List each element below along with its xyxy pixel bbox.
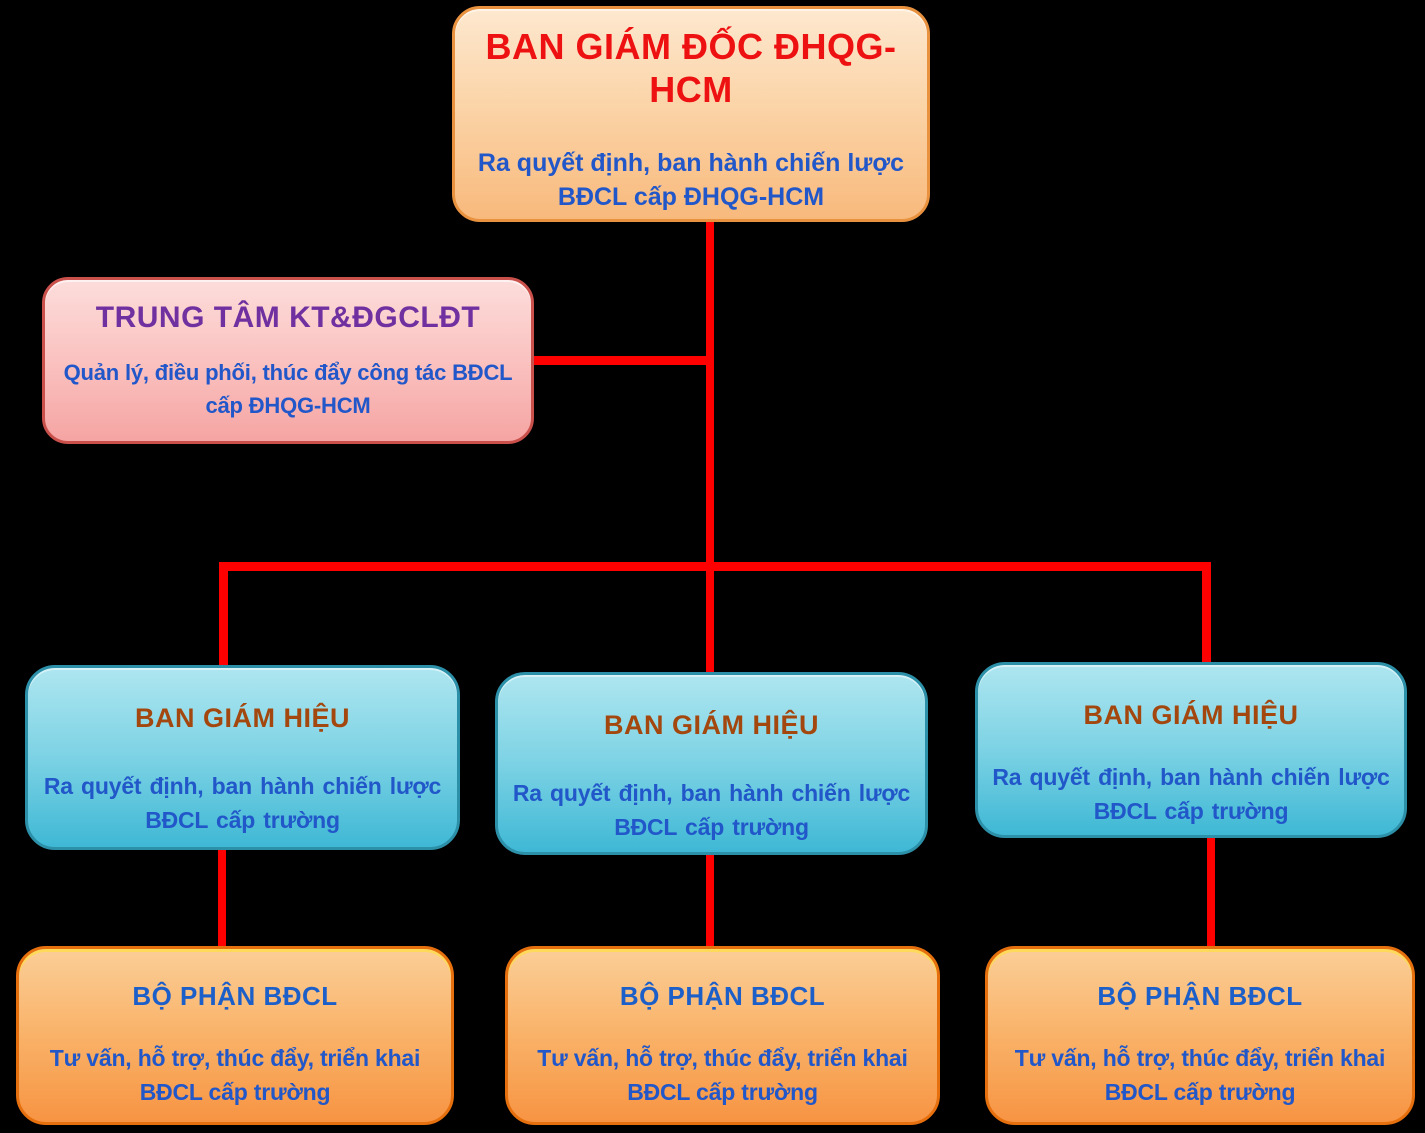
connector-drop-left: [219, 562, 228, 668]
node-director: BAN GIÁM ĐỐC ĐHQG-HCM Ra quyết định, ban…: [452, 6, 930, 222]
node-principal-3-desc: Ra quyết định, ban hành chiến lược BĐCL …: [992, 764, 1390, 824]
node-principal-2-desc: Ra quyết định, ban hành chiến lược BĐCL …: [512, 780, 911, 840]
node-qa-unit-1: BỘ PHẬN BĐCL Tư vấn, hỗ trợ, thúc đẩy, t…: [16, 946, 454, 1125]
node-principal-2: BAN GIÁM HIỆU Ra quyết định, ban hành ch…: [495, 672, 928, 855]
connector-stub-left: [218, 846, 226, 950]
node-principal-2-title: BAN GIÁM HIỆU: [604, 710, 819, 740]
node-qa-unit-2-title: BỘ PHẬN BĐCL: [619, 981, 826, 1011]
node-qa-center: TRUNG TÂM KT&ĐGCLĐT Quản lý, điều phối, …: [42, 277, 534, 444]
node-qa-unit-1-title: BỘ PHẬN BĐCL: [132, 981, 338, 1011]
node-principal-1-title: BAN GIÁM HIỆU: [135, 703, 350, 733]
node-qa-unit-1-desc: Tư vấn, hỗ trợ, thúc đẩy, triển khai BĐC…: [49, 1045, 421, 1105]
node-director-desc: Ra quyết định, ban hành chiến lược BĐCL …: [477, 149, 905, 212]
node-qa-center-title: TRUNG TÂM KT&ĐGCLĐT: [95, 301, 481, 334]
connector-drop-right: [1202, 562, 1211, 666]
node-principal-3: BAN GIÁM HIỆU Ra quyết định, ban hành ch…: [975, 662, 1407, 838]
node-qa-unit-3-desc: Tư vấn, hỗ trợ, thúc đẩy, triển khai BĐC…: [1014, 1045, 1386, 1105]
connector-director-vertical: [706, 218, 714, 678]
node-qa-unit-2: BỘ PHẬN BĐCL Tư vấn, hỗ trợ, thúc đẩy, t…: [505, 946, 940, 1125]
connector-stub-middle: [706, 851, 714, 950]
node-director-title: BAN GIÁM ĐỐC ĐHQG-HCM: [485, 26, 897, 111]
node-principal-1-desc: Ra quyết định, ban hành chiến lược BĐCL …: [43, 773, 442, 833]
connector-stub-right: [1207, 834, 1215, 950]
node-qa-unit-3-title: BỘ PHẬN BĐCL: [1097, 981, 1303, 1011]
node-principal-1: BAN GIÁM HIỆU Ra quyết định, ban hành ch…: [25, 665, 460, 850]
connector-center-horizontal: [532, 356, 710, 365]
node-principal-3-title: BAN GIÁM HIỆU: [1083, 700, 1299, 730]
node-qa-center-desc: Quản lý, điều phối, thúc đẩy công tác BĐ…: [63, 360, 513, 418]
node-qa-unit-2-desc: Tư vấn, hỗ trợ, thúc đẩy, triển khai BĐC…: [537, 1045, 908, 1105]
connector-distribution-horizontal: [219, 562, 1211, 571]
node-qa-unit-3: BỘ PHẬN BĐCL Tư vấn, hỗ trợ, thúc đẩy, t…: [985, 946, 1415, 1125]
